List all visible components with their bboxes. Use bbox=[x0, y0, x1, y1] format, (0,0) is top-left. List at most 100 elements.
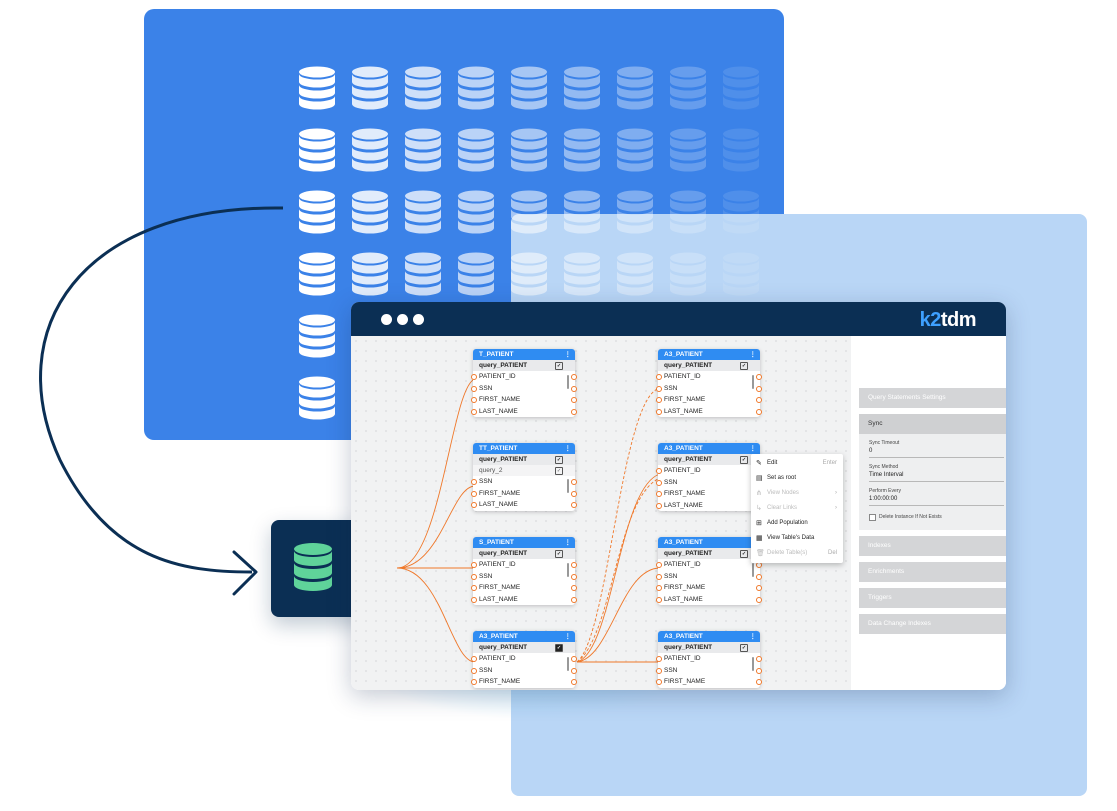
link-pin-icon[interactable] bbox=[756, 585, 762, 591]
field-row[interactable]: SSN bbox=[471, 476, 577, 488]
field-row[interactable]: PATIENT_ID bbox=[471, 371, 577, 383]
query-checkbox[interactable]: ✓ bbox=[555, 550, 563, 558]
link-pin-icon[interactable] bbox=[656, 596, 662, 603]
menu-item-add-population[interactable]: ⊞Add Population bbox=[751, 516, 843, 531]
link-pin-icon[interactable] bbox=[471, 397, 477, 403]
section-data-change-indexes[interactable]: Data Change Indexes bbox=[859, 614, 1006, 634]
kebab-menu-icon[interactable]: ⋮ bbox=[564, 539, 572, 546]
link-pin-icon[interactable] bbox=[571, 585, 577, 591]
field-row[interactable]: LAST_NAME bbox=[471, 406, 577, 418]
field-row[interactable]: SSN bbox=[471, 571, 577, 583]
link-pin-icon[interactable] bbox=[756, 408, 762, 415]
section-indexes[interactable]: Indexes bbox=[859, 536, 1006, 556]
field-row[interactable]: FIRST_NAME bbox=[471, 394, 577, 406]
field-row[interactable]: FIRST_NAME bbox=[656, 488, 762, 500]
link-pin-icon[interactable] bbox=[656, 468, 662, 474]
kebab-menu-icon[interactable]: ⋮ bbox=[749, 633, 757, 640]
link-pin-icon[interactable] bbox=[571, 490, 577, 497]
link-pin-icon[interactable] bbox=[571, 374, 577, 380]
link-pin-icon[interactable] bbox=[656, 502, 662, 509]
link-pin-icon[interactable] bbox=[571, 408, 577, 415]
menu-item-view-nodes[interactable]: ⋔View Nodes› bbox=[751, 486, 843, 501]
link-pin-icon[interactable] bbox=[571, 667, 577, 674]
link-pin-icon[interactable] bbox=[756, 667, 762, 674]
kebab-menu-icon[interactable]: ⋮ bbox=[749, 445, 757, 452]
link-pin-icon[interactable] bbox=[756, 573, 762, 580]
kebab-menu-icon[interactable]: ⋮ bbox=[564, 445, 572, 452]
perform-every-field[interactable]: 1:00:00:00 bbox=[869, 496, 898, 502]
field-row[interactable]: SSN bbox=[656, 665, 762, 677]
field-row[interactable]: LAST_NAME bbox=[471, 499, 577, 511]
query-row[interactable]: query_PATIENT✓ bbox=[473, 360, 575, 371]
link-pin-icon[interactable] bbox=[656, 374, 662, 380]
field-row[interactable]: PATIENT_ID bbox=[471, 559, 577, 571]
field-row[interactable]: PATIENT_ID bbox=[656, 653, 762, 665]
section-triggers[interactable]: Triggers bbox=[859, 588, 1006, 608]
scrollbar[interactable] bbox=[567, 479, 569, 493]
link-pin-icon[interactable] bbox=[756, 385, 762, 392]
menu-item-clear-links[interactable]: ↳Clear Links› bbox=[751, 501, 843, 516]
query-row[interactable]: query_PATIENT✓ bbox=[658, 548, 760, 559]
menu-item-view-table-data[interactable]: ▦View Table's Data bbox=[751, 531, 843, 546]
section-sync[interactable]: Sync bbox=[859, 414, 1006, 434]
table-card[interactable]: A3_PATIENT⋮query_PATIENT✓PATIENT_IDSSNFI… bbox=[656, 537, 762, 606]
field-row[interactable]: PATIENT_ID bbox=[656, 371, 762, 383]
scrollbar[interactable] bbox=[567, 563, 569, 577]
link-pin-icon[interactable] bbox=[656, 385, 662, 392]
query-checkbox[interactable]: ✓ bbox=[740, 644, 748, 652]
query-checkbox[interactable]: ✓ bbox=[555, 362, 563, 370]
link-pin-icon[interactable] bbox=[756, 656, 762, 662]
menu-item-delete-tables[interactable]: 🗑Delete Table(s)Del bbox=[751, 546, 843, 561]
sync-method-select[interactable]: Time Interval bbox=[869, 472, 904, 478]
link-pin-icon[interactable] bbox=[756, 679, 762, 685]
link-pin-icon[interactable] bbox=[656, 562, 662, 568]
link-pin-icon[interactable] bbox=[571, 596, 577, 603]
link-pin-icon[interactable] bbox=[471, 679, 477, 685]
link-pin-icon[interactable] bbox=[571, 562, 577, 568]
field-row[interactable]: SSN bbox=[471, 665, 577, 677]
link-pin-icon[interactable] bbox=[656, 491, 662, 497]
link-pin-icon[interactable] bbox=[471, 573, 477, 580]
link-pin-icon[interactable] bbox=[571, 397, 577, 403]
link-pin-icon[interactable] bbox=[656, 573, 662, 580]
link-pin-icon[interactable] bbox=[656, 656, 662, 662]
menu-item-set-as-root[interactable]: ▤Set as root bbox=[751, 471, 843, 486]
field-row[interactable]: PATIENT_ID bbox=[471, 653, 577, 665]
delete-instance-checkbox[interactable] bbox=[869, 514, 876, 521]
field-row[interactable]: FIRST_NAME bbox=[656, 676, 762, 688]
query-row[interactable]: query_PATIENT✓ bbox=[658, 454, 760, 465]
link-pin-icon[interactable] bbox=[656, 479, 662, 486]
field-row[interactable]: LAST_NAME bbox=[656, 594, 762, 606]
query-checkbox[interactable]: ✓ bbox=[555, 644, 563, 652]
link-pin-icon[interactable] bbox=[471, 656, 477, 662]
link-pin-icon[interactable] bbox=[571, 502, 577, 508]
field-row[interactable]: FIRST_NAME bbox=[471, 676, 577, 688]
link-pin-icon[interactable] bbox=[471, 585, 477, 591]
link-pin-icon[interactable] bbox=[471, 408, 477, 415]
link-pin-icon[interactable] bbox=[656, 679, 662, 685]
field-row[interactable]: SSN bbox=[471, 383, 577, 395]
field-row[interactable]: FIRST_NAME bbox=[471, 488, 577, 500]
query-checkbox[interactable]: ✓ bbox=[740, 456, 748, 464]
query-checkbox[interactable]: ✓ bbox=[740, 362, 748, 370]
scrollbar[interactable] bbox=[752, 563, 754, 577]
scrollbar[interactable] bbox=[752, 375, 754, 389]
query-row[interactable]: query_PATIENT✓ bbox=[658, 642, 760, 653]
link-pin-icon[interactable] bbox=[471, 385, 477, 392]
field-row[interactable]: SSN bbox=[656, 477, 762, 489]
query-row[interactable]: query_PATIENT✓ bbox=[473, 454, 575, 465]
field-row[interactable]: PATIENT_ID bbox=[656, 465, 762, 477]
query-row[interactable]: query_PATIENT✓ bbox=[473, 548, 575, 559]
field-row[interactable]: FIRST_NAME bbox=[471, 582, 577, 594]
link-pin-icon[interactable] bbox=[756, 397, 762, 403]
kebab-menu-icon[interactable]: ⋮ bbox=[564, 633, 572, 640]
kebab-menu-icon[interactable]: ⋮ bbox=[564, 351, 572, 358]
query-checkbox[interactable]: ✓ bbox=[740, 550, 748, 558]
field-row[interactable]: LAST_NAME bbox=[656, 406, 762, 418]
